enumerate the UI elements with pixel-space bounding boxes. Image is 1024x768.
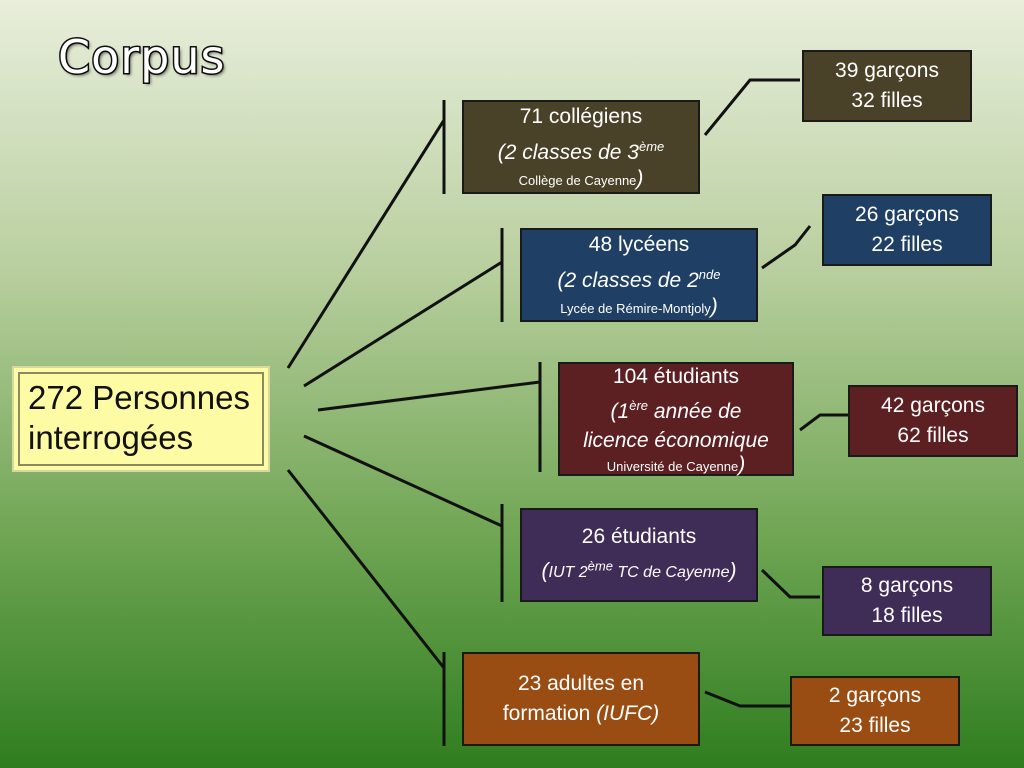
root-total-box: 272 Personnes interrogées	[12, 366, 270, 472]
girls-count: 62 filles	[897, 424, 969, 447]
gender-connector-5	[704, 690, 790, 708]
girls-count: 23 filles	[839, 714, 911, 737]
group-school: Collège de Cayenne)	[518, 167, 644, 190]
gender-box-iufc: 2 garçons 23 filles	[790, 676, 960, 746]
boys-count: 2 garçons	[828, 684, 922, 707]
root-line-2: interrogées	[28, 419, 194, 456]
group-detail-line2: licence économique	[583, 428, 769, 452]
gender-box-iut: 8 garçons 18 filles	[822, 566, 992, 636]
gender-box-universite: 42 garçons 62 filles	[848, 385, 1018, 457]
group-school: Lycée de Rémire-Montjoly)	[560, 295, 718, 318]
root-line-1: 272 Personnes	[28, 379, 250, 416]
gender-connector-3	[799, 413, 848, 432]
group-detail: (2 classes de 3ème	[497, 139, 665, 164]
group-box-lycee: 48 lycéens (2 classes de 2nde Lycée de R…	[520, 228, 758, 322]
group-main: 71 collégiens	[519, 105, 643, 128]
group-box-college: 71 collégiens (2 classes de 3ème Collège…	[462, 100, 700, 194]
root-connector-1	[286, 119, 446, 369]
gender-box-college: 39 garçons 32 filles	[802, 50, 972, 122]
girls-count: 22 filles	[871, 233, 943, 256]
boys-count: 42 garçons	[881, 394, 985, 417]
group-main: 26 étudiants	[581, 524, 697, 548]
group-detail: (2 classes de 2nde	[557, 267, 721, 292]
page-title: Corpus	[57, 29, 226, 86]
group-main: 23 adultes en	[517, 672, 645, 695]
group-main: 104 étudiants	[612, 364, 740, 388]
boys-count: 39 garçons	[835, 59, 939, 82]
gender-connector-1	[703, 78, 800, 136]
girls-count: 18 filles	[871, 604, 943, 627]
group-detail: (IUT 2ème TC de Cayenne)	[541, 558, 737, 583]
gender-box-lycee: 26 garçons 22 filles	[822, 194, 992, 266]
boys-count: 8 garçons	[860, 574, 954, 597]
root-connector-2	[303, 260, 503, 388]
group-box-iut: 26 étudiants (IUT 2ème TC de Cayenne)	[520, 508, 758, 602]
boys-count: 26 garçons	[855, 203, 959, 226]
group-box-universite: 104 étudiants (1ère année de licence éco…	[558, 362, 794, 476]
girls-count: 32 filles	[851, 89, 923, 112]
group-detail: formation (IUFC)	[502, 702, 660, 725]
gender-connector-4	[760, 568, 820, 599]
group-main: 48 lycéens	[588, 233, 690, 256]
group-box-iufc: 23 adultes en formation (IUFC)	[462, 652, 700, 746]
gender-connector-2	[761, 225, 812, 270]
group-school: Université de Cayenne)	[606, 452, 746, 476]
root-connector-3	[317, 380, 541, 412]
root-connector-5	[286, 469, 446, 669]
group-detail: (1ère année de	[610, 397, 742, 423]
root-connector-4	[303, 434, 503, 528]
